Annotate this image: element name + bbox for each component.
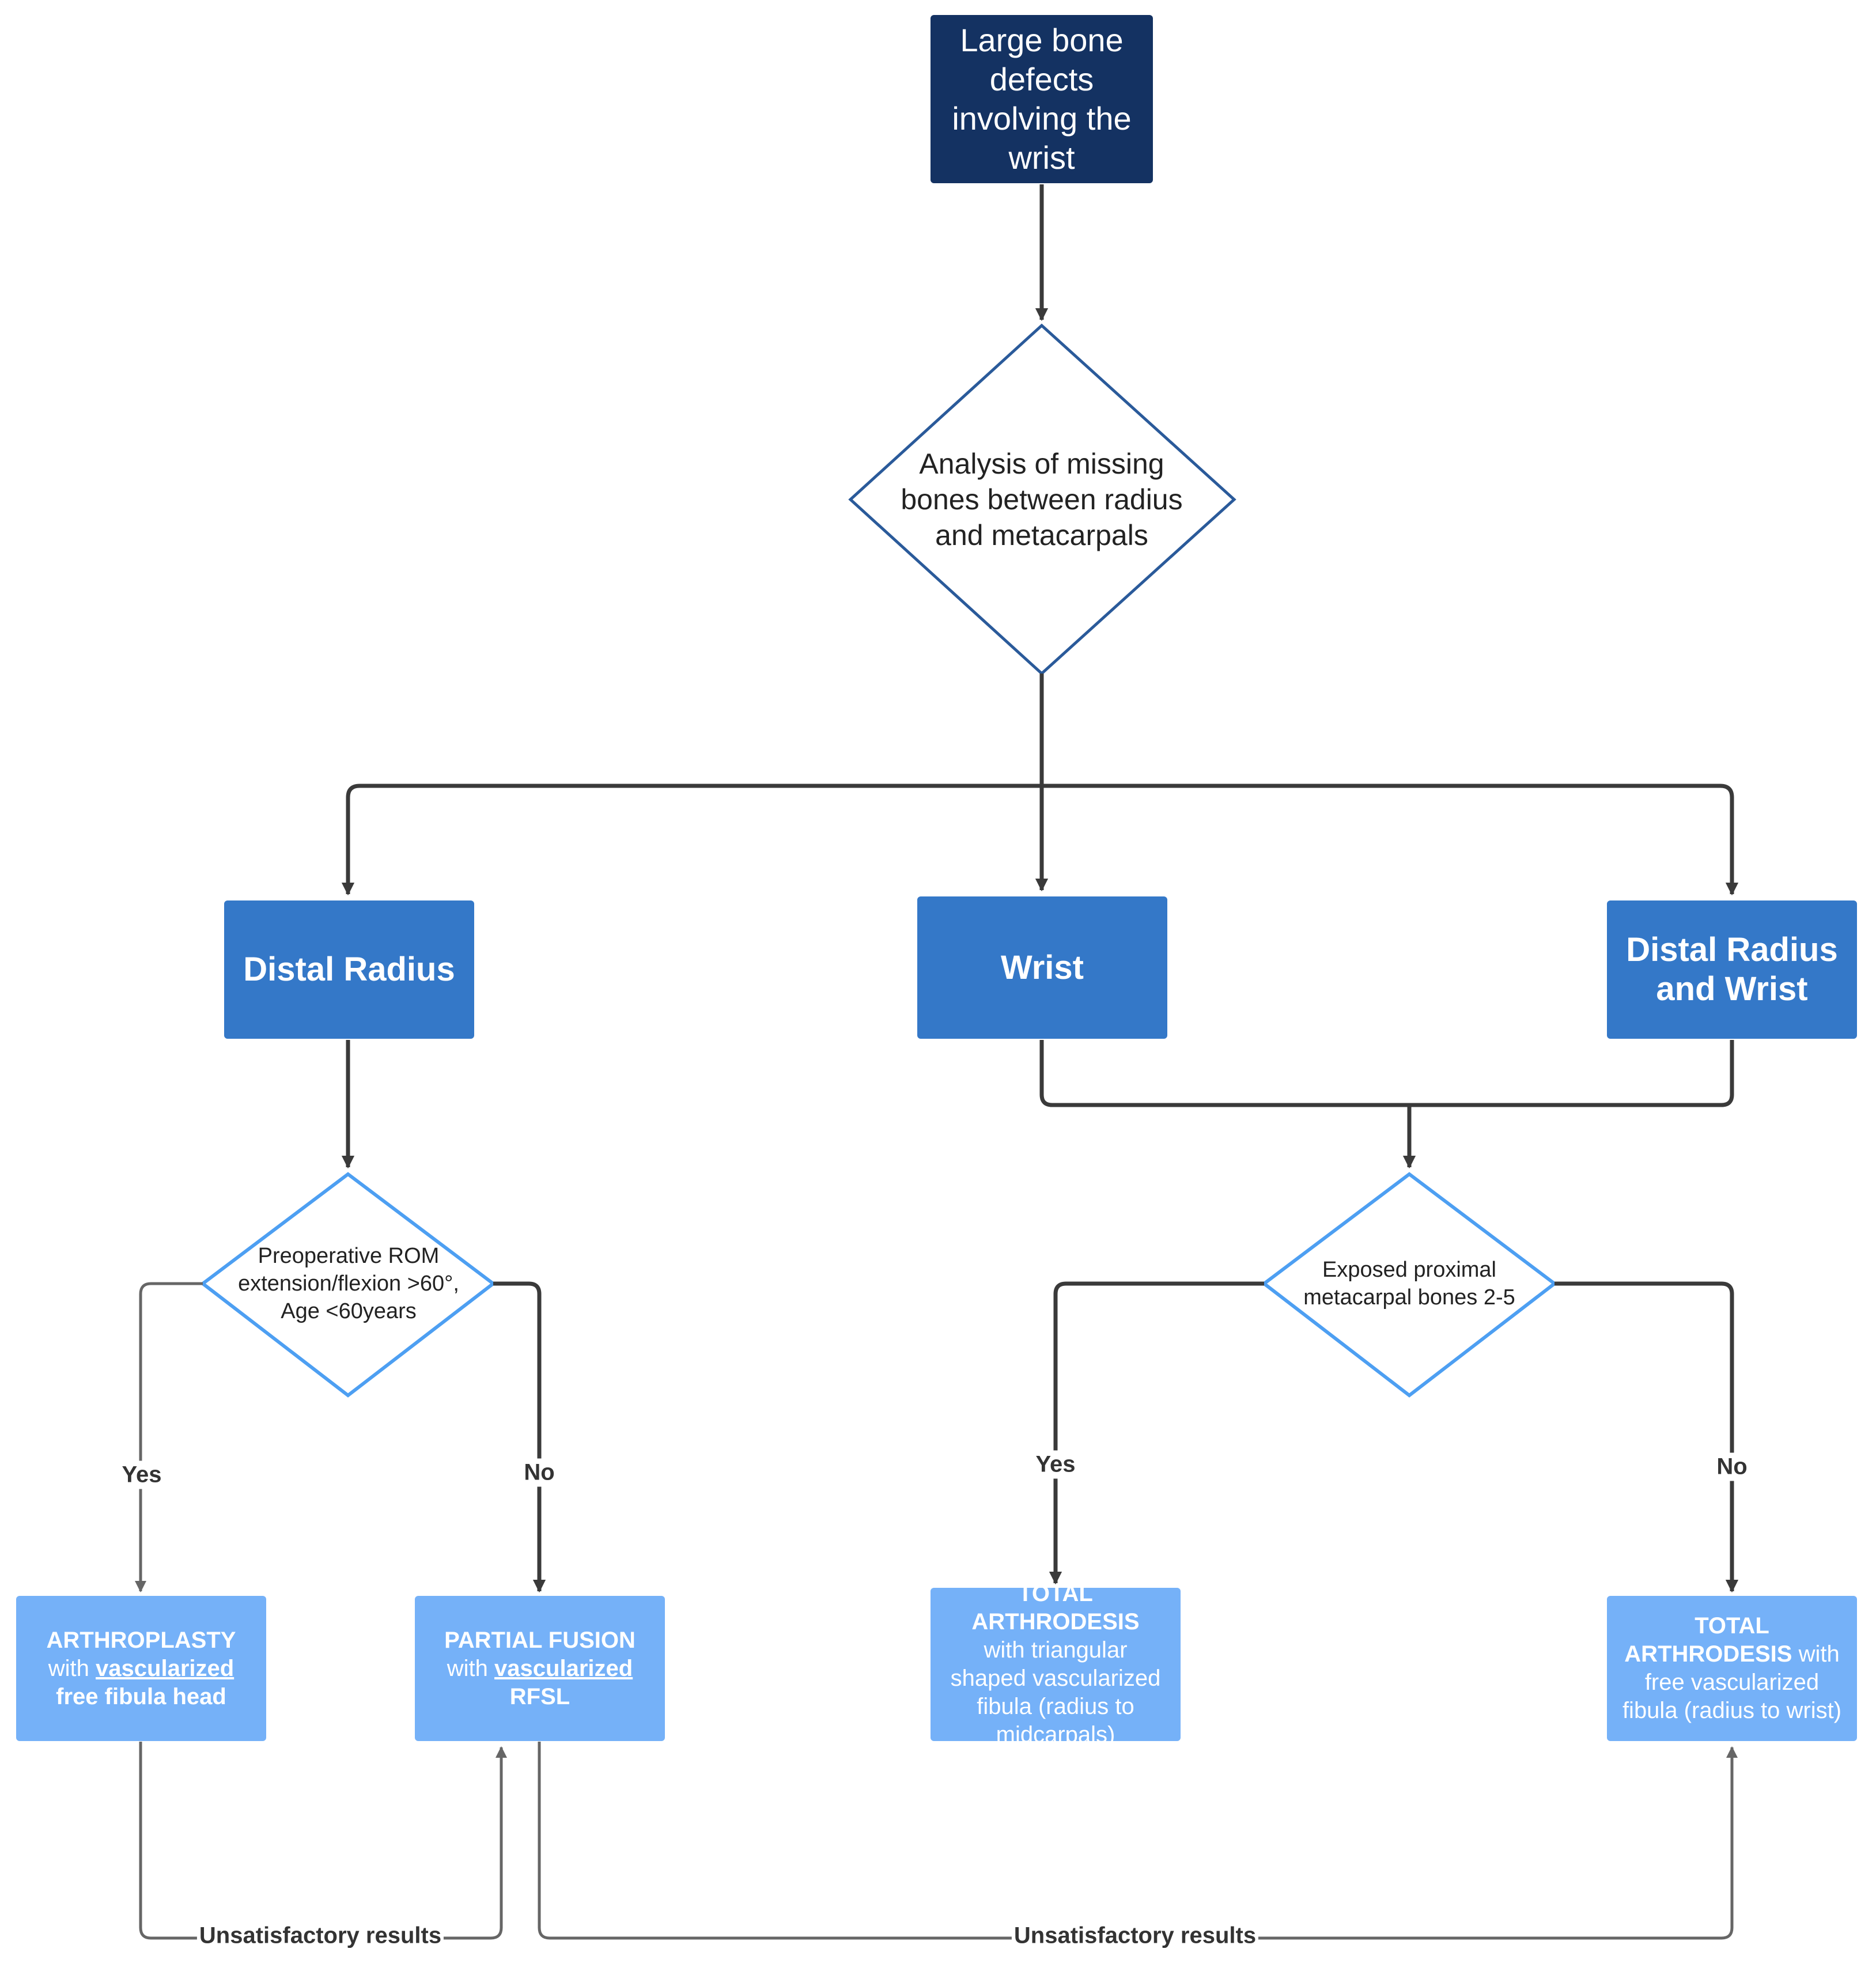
unsatisfactory-left-label: Unsatisfactory results	[196, 1921, 444, 1950]
edge-drw-merge	[1409, 1040, 1734, 1107]
yes-left-label: Yes	[119, 1460, 164, 1489]
analysis-diamond-text: Analysis of missing bones between radius…	[885, 438, 1198, 561]
partial-fusion-with: with	[447, 1655, 488, 1681]
partial-fusion-emphasis: vascularized	[494, 1655, 633, 1681]
analysis-label: Analysis of missing bones between radius…	[901, 448, 1183, 551]
distal-radius-node: Distal Radius	[224, 900, 474, 1039]
arthroplasty-title: ARTHROPLASTY	[46, 1627, 236, 1653]
unsatisfactory-right-label: Unsatisfactory results	[1011, 1921, 1259, 1950]
edge-rom-yes	[135, 1282, 203, 1592]
total-wrist-with: with	[1798, 1641, 1840, 1667]
total-wrist-title: TOTAL ARTHRODESIS	[1624, 1613, 1792, 1667]
arthroplasty-emphasis: vascularized	[96, 1655, 234, 1681]
total-midcarpal-title: TOTAL ARTHRODESIS	[971, 1581, 1140, 1634]
edge-wrist-merge	[1039, 1040, 1409, 1107]
wrist-label: Wrist	[1001, 948, 1084, 986]
no-right-label: No	[1714, 1452, 1750, 1481]
no-left-label: No	[521, 1458, 557, 1487]
total-arthrodesis-wrist-outcome: TOTAL ARTHRODESIS with free vascularized…	[1607, 1596, 1857, 1741]
edge-to-distal-radius	[341, 784, 1042, 896]
wrist-node: Wrist	[917, 896, 1167, 1039]
start-node-label: Large bone defects involving the wrist	[952, 22, 1132, 176]
distal-radius-label: Distal Radius	[243, 951, 455, 988]
arthroplasty-with: with	[48, 1655, 89, 1681]
yes-right-label: Yes	[1033, 1450, 1078, 1479]
total-midcarpal-rest: triangular shaped vascularized fibula (r…	[950, 1637, 1161, 1747]
rom-decision-label: Preoperative ROM extension/flexion >60°,…	[238, 1244, 459, 1323]
edge-rom-no	[493, 1281, 546, 1593]
edge-exposed-no	[1554, 1281, 1739, 1593]
arthroplasty-outcome: ARTHROPLASTY with vascularized free fibu…	[16, 1596, 266, 1741]
start-node: Large bone defects involving the wrist	[931, 15, 1153, 183]
total-wrist-rest: free vascularized fibula (radius to wris…	[1622, 1670, 1842, 1723]
rom-decision-text: Preoperative ROM extension/flexion >60°,…	[225, 1239, 472, 1329]
edge-partial-fusion-feedback	[538, 1742, 1738, 1940]
exposed-decision-label: Exposed proximal metacarpal bones 2-5	[1303, 1258, 1515, 1310]
distal-radius-wrist-label: Distal Radius and Wrist	[1626, 931, 1838, 1008]
partial-fusion-outcome: PARTIAL FUSION with vascularized RFSL	[415, 1596, 665, 1741]
total-midcarpal-with: with	[984, 1637, 1025, 1663]
total-arthrodesis-midcarpal-outcome: TOTAL ARTHRODESIS with triangular shaped…	[931, 1581, 1181, 1747]
partial-fusion-rest: RFSL	[509, 1683, 570, 1709]
rom-decision-diamond	[200, 1172, 496, 1398]
edge-to-distal-radius-wrist	[1042, 784, 1739, 896]
arthroplasty-rest: free fibula head	[56, 1683, 226, 1709]
distal-radius-wrist-node: Distal Radius and Wrist	[1607, 900, 1857, 1039]
exposed-decision-diamond	[1261, 1172, 1557, 1398]
partial-fusion-title: PARTIAL FUSION	[444, 1627, 636, 1653]
exposed-decision-text: Exposed proximal metacarpal bones 2-5	[1286, 1249, 1533, 1318]
edge-exposed-yes	[1049, 1281, 1264, 1585]
edge-arthroplasty-feedback	[139, 1742, 507, 1940]
